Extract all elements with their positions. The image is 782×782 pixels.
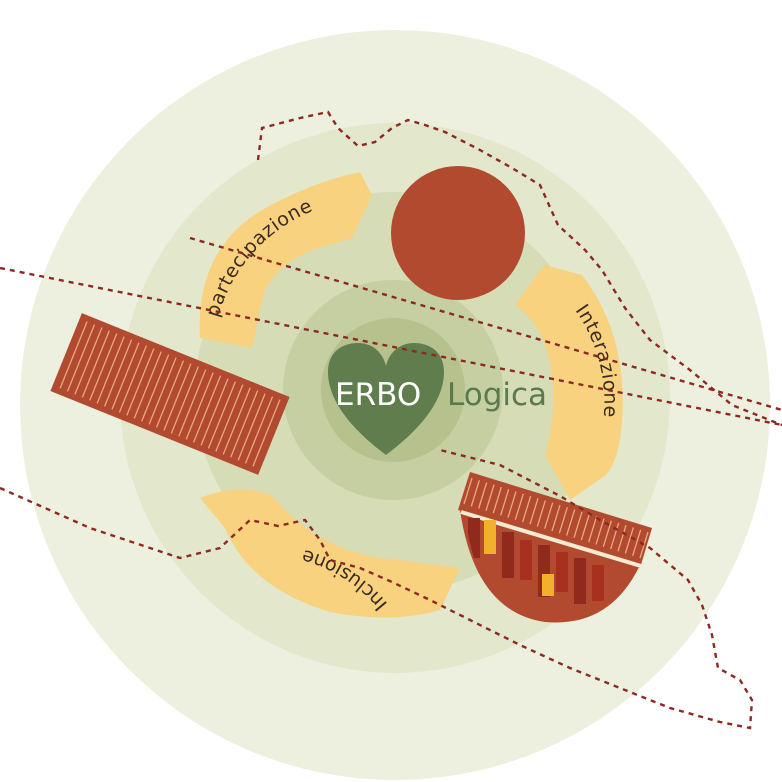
plot-2 [484,520,496,554]
stripe [215,384,244,452]
dashed-band-lower-line [189,236,782,412]
stripe [478,482,488,509]
stripe [470,480,480,507]
stripe [610,522,620,550]
stripe [192,375,222,443]
stripe [155,360,185,428]
stripe [492,486,502,514]
stripe [522,495,532,523]
stripe [96,336,125,404]
stripe [163,363,192,431]
stripe [200,378,229,446]
stripe [207,381,237,449]
stripe [126,348,155,416]
stripe [551,504,561,532]
stripe [89,333,118,401]
stripe [632,529,642,556]
stripe [148,357,177,425]
stripe [170,366,199,434]
stripe [59,321,88,389]
plot-6 [556,552,568,592]
stripe [602,520,612,547]
stripe [507,491,517,518]
stripe [103,339,133,407]
plot-8 [574,558,586,604]
stripe [580,513,590,541]
stripe [558,507,568,534]
stripe [66,324,96,392]
stripe [133,351,162,419]
building-circle [391,166,525,300]
plot-3 [502,532,514,578]
stripe [573,511,583,538]
dashed-lower-boundary [0,448,754,730]
stripe [230,390,259,458]
stripe [141,354,170,422]
stripe [74,327,103,395]
stripe [617,525,627,552]
stripe [252,399,281,467]
stripe [536,500,546,527]
plot-4 [520,540,532,580]
stripe [544,502,554,529]
building-rectangle [50,313,290,475]
stripe [244,396,274,464]
stripe [485,484,495,511]
dashed-outlines [0,110,782,730]
stripe [639,531,649,559]
stripe [237,393,266,461]
half-disc-plots [468,518,604,604]
arrow-inclusione: Inclusione [200,489,460,618]
stripe [178,369,207,437]
heart-icon [328,343,444,455]
stripe [514,493,524,520]
plot-7 [542,574,554,596]
arrow-inclusione-shape [200,489,460,618]
building-rectangle-stripes [59,321,281,467]
stripe [595,518,605,545]
stripe [222,387,251,455]
stripe [588,516,598,543]
stripe [118,345,148,413]
logo-logica: Logica [447,377,547,413]
dashed-site-boundary [256,110,782,427]
stripe [529,498,539,525]
building-half-disc [458,472,652,623]
plot-9 [592,565,604,601]
stripe [624,527,634,554]
stripe [185,372,214,440]
stripe [463,477,473,505]
stripe [566,509,576,536]
stripe [111,342,140,410]
stripe [500,489,510,516]
stripe [81,330,110,398]
logo-erbo: ERBO [335,377,421,413]
half-disc-band-stripes [463,477,649,559]
dashed-band-upper-line [0,266,782,427]
arrow-partecipazione-shape [199,172,372,348]
